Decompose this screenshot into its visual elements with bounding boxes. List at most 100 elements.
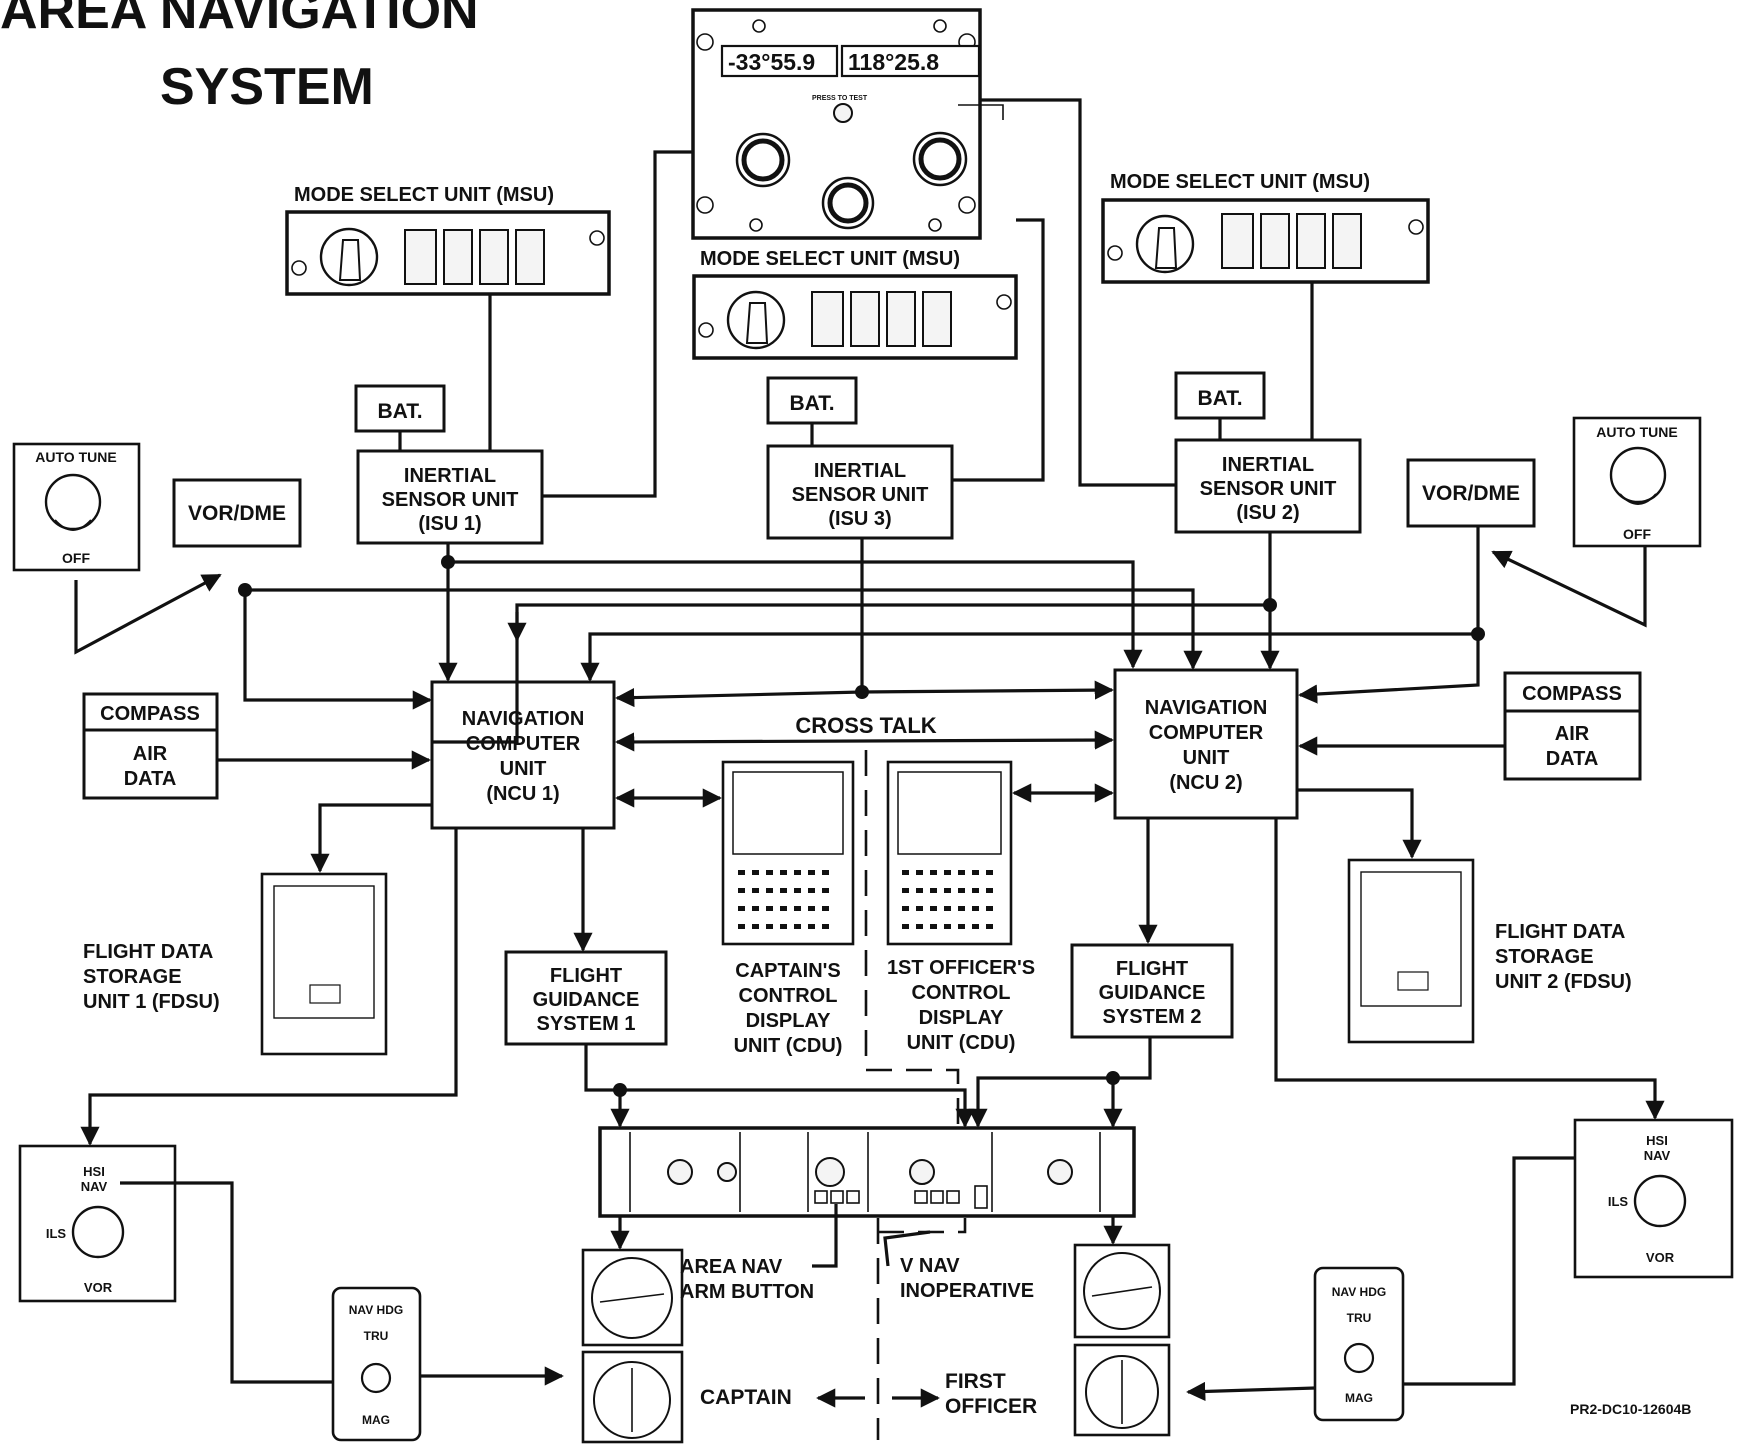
- cdu-control-panel: -33°55.9 118°25.8 PRESS TO TEST: [693, 10, 1003, 238]
- captain-cdu-line-2: CONTROL: [739, 985, 838, 1007]
- auto-tune-right-top: AUTO TUNE: [1596, 424, 1677, 440]
- nav-hdg-left-mid: TRU: [364, 1329, 389, 1343]
- isu-2-line-3: (ISU 2): [1236, 502, 1299, 524]
- panel-display-left: -33°55.9: [728, 49, 815, 75]
- bat-center-label: BAT.: [789, 392, 834, 415]
- msu-right-panel: [1103, 200, 1428, 282]
- cross-talk-label: CROSS TALK: [795, 713, 936, 738]
- msu-center-is-light[interactable]: [923, 292, 951, 346]
- isu-1-line-3: (ISU 1): [418, 513, 481, 535]
- msu-left-label: MODE SELECT UNIT (MSU): [294, 184, 554, 206]
- area-nav-arm-button[interactable]: [815, 1191, 827, 1203]
- air-data-left-line-2: DATA: [124, 768, 177, 790]
- msu-left-align-light[interactable]: [405, 230, 436, 284]
- fdsu-1-line-2: STORAGE: [83, 966, 182, 988]
- auto-tune-left-bottom: OFF: [62, 550, 90, 566]
- v-nav-line-2: INOPERATIVE: [900, 1280, 1034, 1302]
- ncu-2-line-3: UNIT: [1183, 747, 1230, 769]
- auto-tune-right-bottom: OFF: [1623, 526, 1651, 542]
- fo-adi-instrument: [1075, 1245, 1169, 1337]
- msu-right-warn-light[interactable]: [1297, 214, 1325, 268]
- nav-hdg-right-top: NAV HDG: [1332, 1285, 1386, 1299]
- first-officer-line-2: OFFICER: [945, 1395, 1037, 1418]
- hsi-left-top-1: HSI: [83, 1164, 105, 1179]
- msu-right-is-light[interactable]: [1333, 214, 1361, 268]
- air-data-left-line-1: AIR: [133, 743, 168, 765]
- ncu-2-line-2: COMPUTER: [1149, 722, 1264, 744]
- msu-right-align-light[interactable]: [1222, 214, 1253, 268]
- fo-cdu-line-3: DISPLAY: [919, 1007, 1005, 1029]
- isu-2-line-2: SENSOR UNIT: [1200, 478, 1337, 500]
- vor-dme-right-label: VOR/DME: [1422, 482, 1520, 505]
- hsi-nav-switch-left[interactable]: HSI NAV ILS VOR: [20, 1146, 175, 1301]
- msu-left-warn-light[interactable]: [480, 230, 508, 284]
- fo-cdu-line-2: CONTROL: [912, 982, 1011, 1004]
- fgs-1-line-1: FLIGHT: [550, 965, 622, 987]
- bat-right-label: BAT.: [1197, 387, 1242, 410]
- msu-center-align-light[interactable]: [812, 292, 843, 346]
- hsi-right-mid: ILS: [1608, 1194, 1629, 1209]
- fgs-1-line-3: SYSTEM 1: [537, 1013, 636, 1035]
- v-nav-button[interactable]: [915, 1191, 927, 1203]
- nav-hdg-left-bottom: MAG: [362, 1413, 390, 1427]
- title-line-1: AREA NAVIGATION: [0, 0, 479, 40]
- v-nav-line-1: V NAV: [900, 1255, 960, 1277]
- hsi-left-bottom: VOR: [84, 1280, 113, 1295]
- air-data-right-line-1: AIR: [1555, 723, 1590, 745]
- hsi-left-top-2: NAV: [81, 1179, 108, 1194]
- msu-center-bat-light[interactable]: [851, 292, 879, 346]
- first-officer-line-1: FIRST: [945, 1370, 1006, 1393]
- auto-tune-right-switch[interactable]: AUTO TUNE OFF: [1574, 418, 1700, 546]
- msu-left-bat-light[interactable]: [444, 230, 472, 284]
- hsi-nav-switch-right[interactable]: HSI NAV ILS VOR: [1575, 1120, 1732, 1277]
- fdsu-2-line-3: UNIT 2 (FDSU): [1495, 971, 1632, 993]
- ncu-1-box: [432, 682, 614, 828]
- compass-right-label: COMPASS: [1522, 683, 1622, 705]
- isu-3-line-1: INERTIAL: [814, 460, 906, 482]
- msu-center-panel: [694, 276, 1016, 358]
- msu-left-is-light[interactable]: [516, 230, 544, 284]
- fdsu-1-line-3: UNIT 1 (FDSU): [83, 991, 220, 1013]
- isu-3-line-3: (ISU 3): [828, 508, 891, 530]
- nav-hdg-switch-right[interactable]: NAV HDG TRU MAG: [1315, 1268, 1403, 1420]
- auto-tune-left-switch[interactable]: AUTO TUNE OFF: [14, 444, 139, 570]
- msu-right-bat-light[interactable]: [1261, 214, 1289, 268]
- ncu-1-line-1: NAVIGATION: [462, 708, 585, 730]
- bat-left-label: BAT.: [377, 400, 422, 423]
- fdsu-2-line-1: FLIGHT DATA: [1495, 921, 1625, 943]
- fgs-2-line-2: GUIDANCE: [1099, 982, 1206, 1004]
- fo-hsi-instrument: [1075, 1345, 1169, 1435]
- ncu-1-line-3: UNIT: [500, 758, 547, 780]
- isu-2-line-1: INERTIAL: [1222, 454, 1314, 476]
- nav-hdg-switch-left[interactable]: NAV HDG TRU MAG: [333, 1288, 420, 1440]
- fgs-2-line-1: FLIGHT: [1116, 958, 1188, 980]
- nav-hdg-right-bottom: MAG: [1345, 1391, 1373, 1405]
- fgs-2-line-3: SYSTEM 2: [1103, 1006, 1202, 1028]
- hsi-left-mid: ILS: [46, 1226, 67, 1241]
- ncu-1-line-4: (NCU 1): [486, 783, 559, 805]
- area-nav-line-1: AREA NAV: [680, 1256, 783, 1278]
- msu-center-warn-light[interactable]: [887, 292, 915, 346]
- fgs-1-line-2: GUIDANCE: [533, 989, 640, 1011]
- nav-hdg-left-top: NAV HDG: [349, 1303, 403, 1317]
- fo-cdu-line-4: UNIT (CDU): [907, 1032, 1016, 1054]
- ncu-2-line-1: NAVIGATION: [1145, 697, 1268, 719]
- compass-left-label: COMPASS: [100, 703, 200, 725]
- isu-1-line-2: SENSOR UNIT: [382, 489, 519, 511]
- press-to-test-label: PRESS TO TEST: [812, 95, 868, 102]
- title-line-2: SYSTEM: [160, 58, 374, 116]
- captain-cdu-device[interactable]: [723, 762, 853, 944]
- msu-center-label: MODE SELECT UNIT (MSU): [700, 248, 960, 270]
- air-data-right-line-2: DATA: [1546, 748, 1599, 770]
- dim-knob-icon[interactable]: [834, 104, 852, 122]
- hsi-right-bottom: VOR: [1646, 1250, 1675, 1265]
- isu-1-line-1: INERTIAL: [404, 465, 496, 487]
- captain-cdu-line-3: DISPLAY: [746, 1010, 832, 1032]
- nav-hdg-right-mid: TRU: [1347, 1311, 1372, 1325]
- hsi-right-top-2: NAV: [1644, 1148, 1671, 1163]
- ncu-2-box: [1115, 670, 1297, 818]
- first-officer-cdu-device[interactable]: [888, 762, 1011, 944]
- auto-tune-left-top: AUTO TUNE: [35, 449, 116, 465]
- fdsu-2-device: [1349, 860, 1473, 1042]
